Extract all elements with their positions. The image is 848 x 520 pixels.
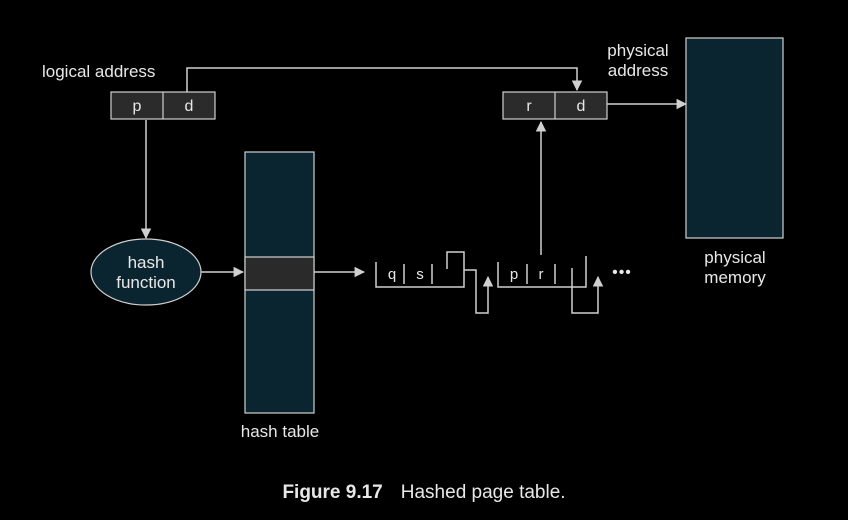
hash-function-label-line2: function — [116, 273, 176, 292]
chain-element-1: q s — [375, 251, 465, 288]
hash-function-label-line1: hash — [128, 253, 165, 272]
physical-address-label-line2: address — [608, 61, 668, 80]
figure-title: Hashed page table. — [401, 482, 566, 503]
connector-lines — [140, 67, 688, 278]
logical-page-field: p — [133, 98, 142, 115]
hash-table-label: hash table — [241, 422, 319, 441]
figure-number: Figure 9.17 — [282, 482, 382, 503]
chain-1-frame-field: s — [416, 266, 424, 283]
physical-memory-label-line2: memory — [704, 268, 766, 287]
hash-table — [244, 151, 315, 414]
physical-address-box: r d — [502, 91, 608, 120]
chain-1-page-field: q — [388, 266, 396, 283]
logical-offset-field: d — [185, 98, 194, 115]
physical-memory-block — [685, 37, 784, 239]
physical-address-label-line1: physical — [607, 41, 668, 60]
physical-memory-label-line1: physical — [704, 248, 765, 267]
physical-offset-field: d — [577, 98, 586, 115]
hash-table-selected-slot — [244, 256, 315, 291]
logical-address-label: logical address — [42, 62, 155, 81]
hash-function-node: hash function — [90, 238, 202, 306]
offset-d-arrow — [186, 67, 583, 92]
chain-2-frame-field: r — [539, 266, 544, 283]
chain-element-2: p r — [497, 256, 587, 288]
physical-frame-field: r — [526, 98, 532, 115]
chain-2-page-field: p — [510, 266, 518, 283]
logical-address-box: p d — [110, 91, 216, 120]
chain-2-next-pointer — [571, 268, 604, 314]
chain-continuation-ellipsis: ••• — [612, 264, 632, 281]
figure-caption: Figure 9.17 Hashed page table. — [282, 482, 565, 503]
chain-1-next-pointer — [464, 269, 494, 314]
